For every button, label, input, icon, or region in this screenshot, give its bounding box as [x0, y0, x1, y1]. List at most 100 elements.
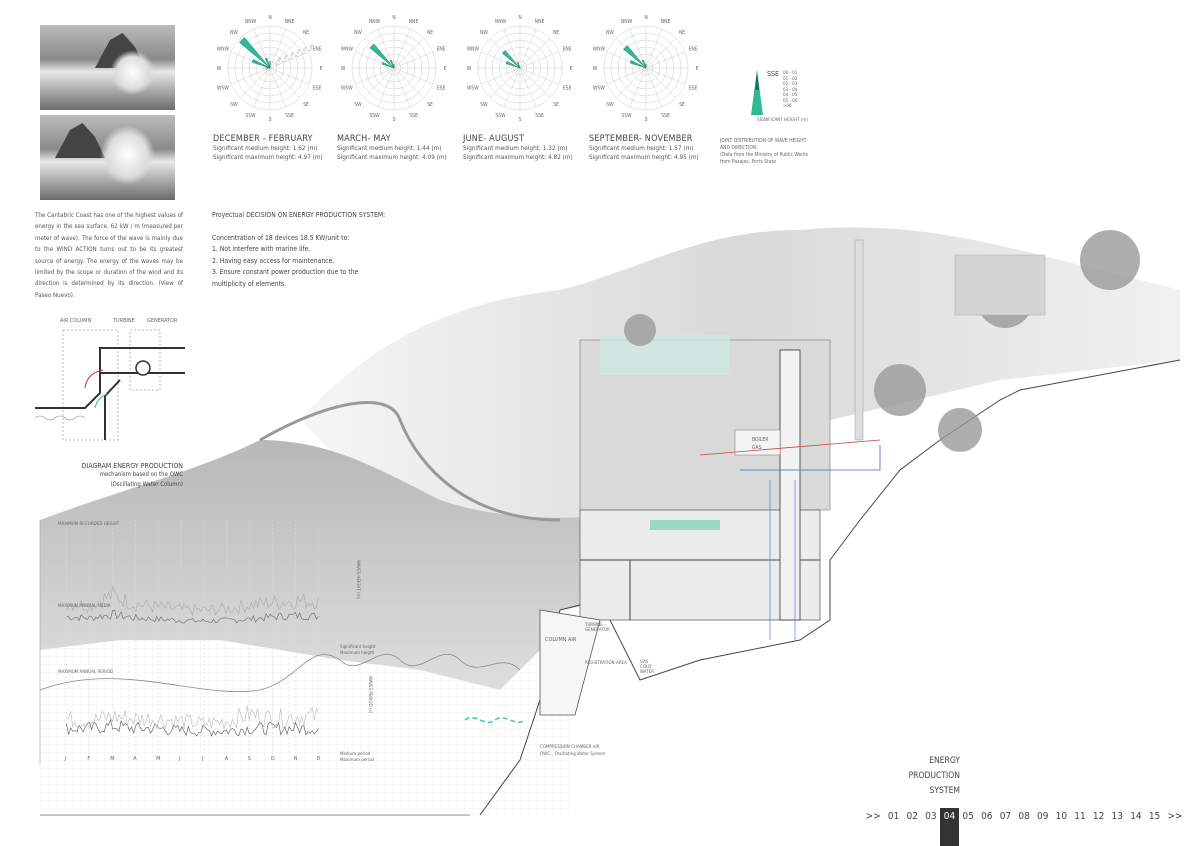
legend-note-title: JOINT DISTRIBUTION OF WAVE HEIGHT AND DI… [720, 138, 807, 151]
rose-direction-label: NE [427, 30, 433, 36]
rose-direction-label: SSE [535, 113, 544, 119]
page-link-14[interactable]: 14 [1130, 811, 1142, 822]
chart-legend-item: Maximum period [340, 758, 375, 763]
rose-direction-label: ESE [437, 86, 446, 92]
page-link-05[interactable]: 05 [962, 811, 974, 822]
legend-axis-label: SIGNIFICANT HEIGHT (m) [757, 118, 808, 123]
page-title: ENERGY PRODUCTION SYSTEM [880, 754, 960, 799]
label-waves-height: WAVES HEIGHT (m) [355, 560, 360, 600]
month-tick-label: O [270, 756, 275, 762]
rose-ring-label: 2.0% [295, 49, 301, 58]
rose-direction-label: SSE [285, 113, 294, 119]
page-link-13[interactable]: 13 [1111, 811, 1123, 822]
page-link-08[interactable]: 08 [1018, 811, 1030, 822]
nav-next-button[interactable]: >> [1167, 811, 1183, 822]
rose-petal [501, 49, 521, 69]
page-link-11[interactable]: 11 [1074, 811, 1086, 822]
chart-annotation: MAXIMUM ANNUAL MEDIA [58, 604, 111, 609]
series-line-1 [66, 585, 319, 616]
page-link-07[interactable]: 07 [999, 811, 1012, 822]
page-link-15[interactable]: 15 [1148, 811, 1161, 822]
rose-direction-label: W [593, 66, 598, 72]
wave-curve [39, 653, 521, 693]
rose-direction-label: WSW [217, 86, 229, 92]
rose-direction-label: SSW [245, 113, 256, 119]
intro-text: The Cantabric Coast has one of the highe… [35, 212, 183, 299]
owc-label-air-column: AIR COLUMN [60, 318, 92, 324]
rose-direction-label: WNW [341, 46, 354, 52]
page-link-12[interactable]: 12 [1092, 811, 1105, 822]
page-link-02[interactable]: 02 [906, 811, 918, 822]
legend-note: JOINT DISTRIBUTION OF WAVE HEIGHT AND DI… [720, 138, 812, 166]
season-title: JUNE- AUGUST [463, 134, 525, 144]
nav-prev-button[interactable]: >> [865, 811, 881, 822]
rose-direction-label: NNE [661, 19, 671, 25]
rose-direction-label: S [519, 117, 522, 123]
label-turbine-generator: TURBINE - GENERATOR [585, 623, 610, 633]
rose-direction-label: SSE [409, 113, 418, 119]
wind-rose-chart: NNNENEENEEESESESSESSSWSWWSWWWNWNWNNW0.5%… [217, 15, 323, 123]
rose-direction-label: NNE [535, 19, 545, 25]
season-maximum: Significant maximum height: 4.95 (m) [589, 153, 699, 161]
season-medium: Significant medium height: 1.62 (m) [213, 144, 318, 152]
month-tick-label: J [201, 756, 204, 762]
series-line-2 [66, 718, 319, 737]
page-link-06[interactable]: 06 [981, 811, 993, 822]
rose-petal [645, 63, 647, 69]
owc-subtitle: mechanism based on the OWC (Oscillating … [99, 471, 183, 488]
rose-petal [389, 59, 395, 69]
chart-annotation: MAXIMUM RECORDED HEIGHT [58, 522, 120, 527]
chart-legend-item: Maximum height [340, 651, 375, 656]
page-title-line: SYSTEM [929, 786, 960, 796]
rose-direction-label: SW [606, 102, 614, 108]
rose-direction-label: ENE [689, 46, 698, 52]
owc-label-turbine: TURBINE [113, 318, 135, 324]
label-waves-period: WAVES PERIOD (s) [367, 676, 372, 714]
page-link-04[interactable]: 04 [940, 808, 959, 846]
page-link-10[interactable]: 10 [1055, 811, 1068, 822]
rose-direction-label: W [341, 66, 346, 72]
page-title-line: ENERGY [929, 756, 960, 766]
season-medium: Significant medium height: 1.44 (m) [337, 144, 442, 152]
rose-direction-label: WNW [467, 46, 480, 52]
rose-petal [516, 61, 521, 69]
rose-petal [629, 59, 647, 69]
rose-direction-label: SSE [661, 113, 670, 119]
label-registration-area: REGISTRATION AREA [585, 661, 627, 666]
rose-direction-label: WNW [217, 46, 230, 52]
rocky-headland [40, 440, 620, 690]
rose-ring-label: 1.5% [289, 51, 295, 60]
label-compression-chamber: COMPRESSION CHAMBER AIR [540, 745, 600, 750]
page-link-03[interactable]: 03 [925, 811, 937, 822]
rose-direction-label: S [393, 117, 396, 123]
rose-direction-label: N [518, 15, 521, 21]
page-link-09[interactable]: 09 [1036, 811, 1049, 822]
season-maximum: Significant maximum height: 4.82 (m) [463, 153, 573, 161]
rose-petal [239, 37, 271, 69]
label-gas: GAS [752, 445, 762, 451]
rose-direction-label: WSW [467, 86, 479, 92]
series-line-0 [66, 610, 319, 624]
season-title: MARCH- MAY [337, 134, 391, 144]
legend-range: 04 - 05 [783, 93, 798, 98]
rose-petal [505, 60, 521, 69]
season-maximum: Significant maximum height: 4.97 (m) [213, 153, 323, 161]
rose-ring-label: 1.0% [282, 54, 288, 63]
rose-petal [251, 58, 271, 69]
rose-petal [264, 57, 271, 69]
page-link-01[interactable]: 01 [887, 811, 900, 822]
chart-legend-item: Medium period [340, 752, 371, 757]
label-boiler: BOILER [752, 437, 769, 443]
chart-legend-item: Significant height [340, 645, 376, 650]
rose-petal [641, 59, 647, 69]
legend-wedge-icon [751, 70, 763, 115]
rose-direction-label: NNE [409, 19, 419, 25]
rose-direction-label: ENE [437, 46, 446, 52]
month-tick-label: A [133, 756, 137, 762]
rose-direction-label: N [392, 15, 395, 21]
rose-direction-label: NE [679, 30, 685, 36]
